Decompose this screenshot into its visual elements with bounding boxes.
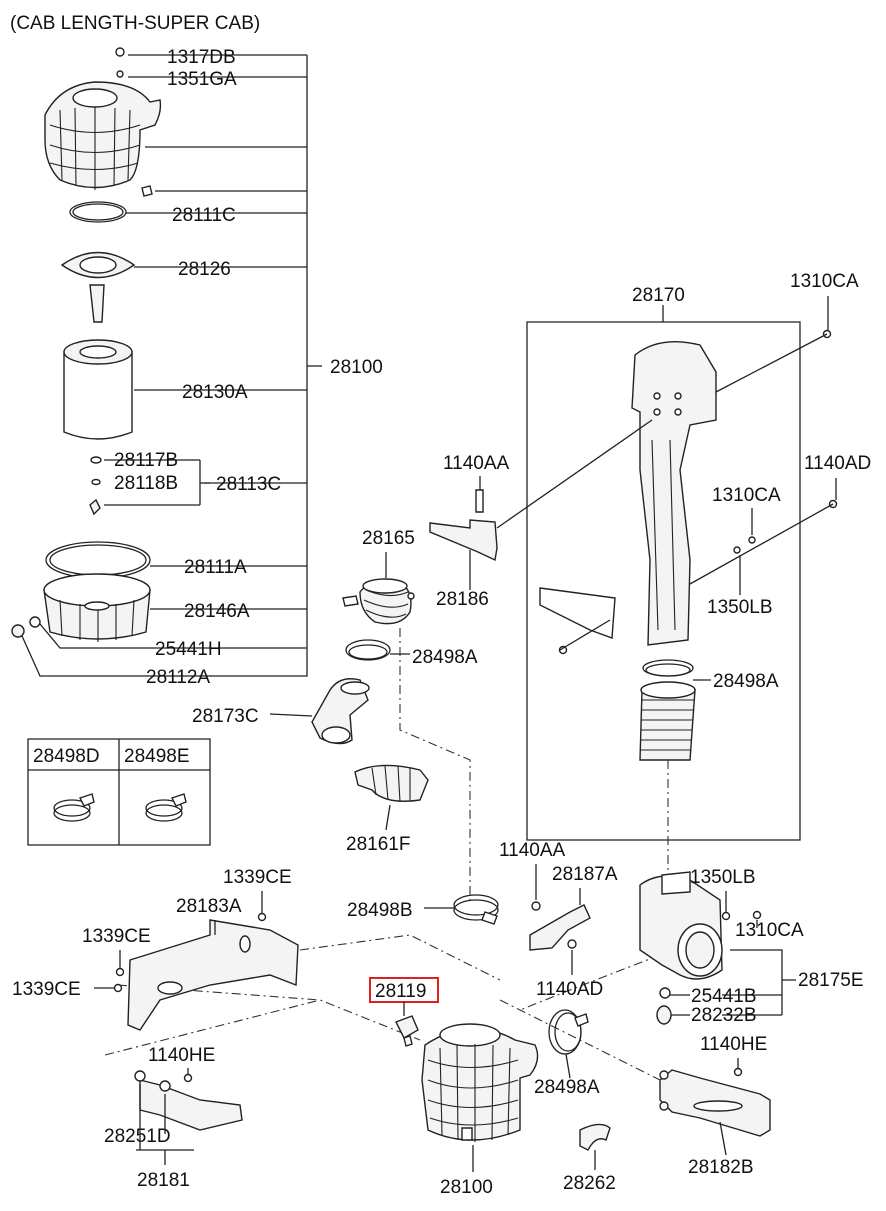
bracket-28182B (659, 1067, 771, 1137)
label-28183A: 28183A (176, 896, 242, 917)
drain-valve (11, 616, 41, 638)
label-1140HE-left: 1140HE (148, 1045, 215, 1066)
label-28498D: 28498D (33, 746, 100, 767)
label-1310CA-top: 1310CA (790, 271, 859, 292)
label-1350LB-low: 1350LB (690, 867, 756, 888)
clamp-28498E-icon (145, 793, 187, 822)
label-28498A-right: 28498A (713, 671, 779, 692)
label-28232B: 28232B (691, 1005, 757, 1026)
label-1339CE-a: 1339CE (223, 867, 292, 888)
filter-element (63, 339, 133, 440)
label-28118B: 28118B (114, 473, 178, 494)
label-28111A: 28111A (184, 557, 247, 578)
label-28100-bottom: 28100 (440, 1177, 493, 1198)
label-1140AD-top: 1140AD (804, 453, 871, 474)
label-28173C: 28173C (192, 706, 259, 727)
label-28100-top: 28100 (330, 357, 383, 378)
clamp-28498A-low (548, 1009, 589, 1055)
duct-clamp (642, 659, 694, 677)
label-1140AA-top: 1140AA (443, 453, 510, 474)
washer-icon (116, 70, 124, 78)
label-1339CE-b: 1339CE (82, 926, 151, 947)
resonator-28175E (639, 871, 762, 1025)
label-1317DB: 1317DB (167, 47, 236, 68)
label-25441B: 25441B (691, 986, 757, 1007)
group-box-28170 (526, 305, 801, 841)
label-1140HE-right: 1140HE (700, 1034, 767, 1055)
label-25441H: 25441H (155, 639, 222, 660)
label-1350LB-mid: 1350LB (707, 597, 773, 618)
bracket-28181 (134, 1070, 243, 1131)
label-1310CA-low: 1310CA (735, 920, 804, 941)
lower-case-ring (45, 541, 151, 579)
label-28251D: 28251D (104, 1126, 171, 1147)
label-28187A: 28187A (552, 864, 618, 885)
drain-hose-28262 (579, 1123, 611, 1151)
label-28130A: 28130A (182, 382, 248, 403)
label-28170: 28170 (632, 285, 685, 306)
duct-hardware (558, 329, 838, 655)
label-1140AD-low: 1140AD (536, 979, 603, 1000)
bracket-28183A (113, 912, 299, 1031)
snorkel-duct (539, 340, 717, 646)
label-28111C: 28111C (172, 205, 236, 226)
air-duct-28165 (342, 578, 415, 625)
label-28182B: 28182B (688, 1157, 754, 1178)
label-28498A-low: 28498A (534, 1077, 600, 1098)
diagram-title: (CAB LENGTH-SUPER CAB) (10, 13, 260, 34)
label-28126: 28126 (178, 259, 231, 280)
label-28186: 28186 (436, 589, 489, 610)
label-28112A: 28112A (146, 667, 210, 688)
label-28161F: 28161F (346, 834, 410, 855)
sensor-28119 (395, 1015, 419, 1047)
label-28175E: 28175E (798, 970, 864, 991)
label-28117B: 28117B (114, 450, 178, 471)
label-28498E: 28498E (124, 746, 190, 767)
small-fasteners (89, 456, 102, 516)
elbow-28173C (311, 678, 370, 745)
lower-case (43, 573, 151, 642)
label-28498A-top: 28498A (412, 647, 478, 668)
group-bracket-28100 (21, 54, 322, 677)
label-28113C: 28113C (216, 474, 281, 495)
label-28119[interactable]: 28119 (375, 981, 426, 1002)
clamp-28498A-top (345, 639, 391, 661)
clamp-28498B (453, 894, 499, 925)
label-1339CE-c: 1339CE (12, 979, 81, 1000)
hose-28161F (354, 764, 429, 803)
label-28498B: 28498B (347, 900, 413, 921)
label-1310CA-mid: 1310CA (712, 485, 781, 506)
label-28181: 28181 (137, 1170, 190, 1191)
label-28165: 28165 (362, 528, 415, 549)
clamp-variant-table (27, 738, 211, 846)
highlight-box-28119 (369, 977, 439, 1003)
air-cleaner-cover (44, 47, 162, 197)
air-cleaner-assembly (421, 1023, 539, 1142)
label-28146A: 28146A (184, 601, 250, 622)
label-1351GA: 1351GA (167, 69, 237, 90)
filter-seal-plate (60, 251, 136, 323)
duct-bellows (639, 681, 696, 761)
clamp-28498D-icon (53, 793, 95, 822)
bolt-icon (115, 47, 125, 57)
label-1140AA-low: 1140AA (499, 840, 566, 861)
label-28262: 28262 (563, 1173, 616, 1194)
bracket-28187A (529, 901, 591, 951)
gasket-ring (69, 201, 127, 223)
bracket-28186 (429, 419, 653, 562)
